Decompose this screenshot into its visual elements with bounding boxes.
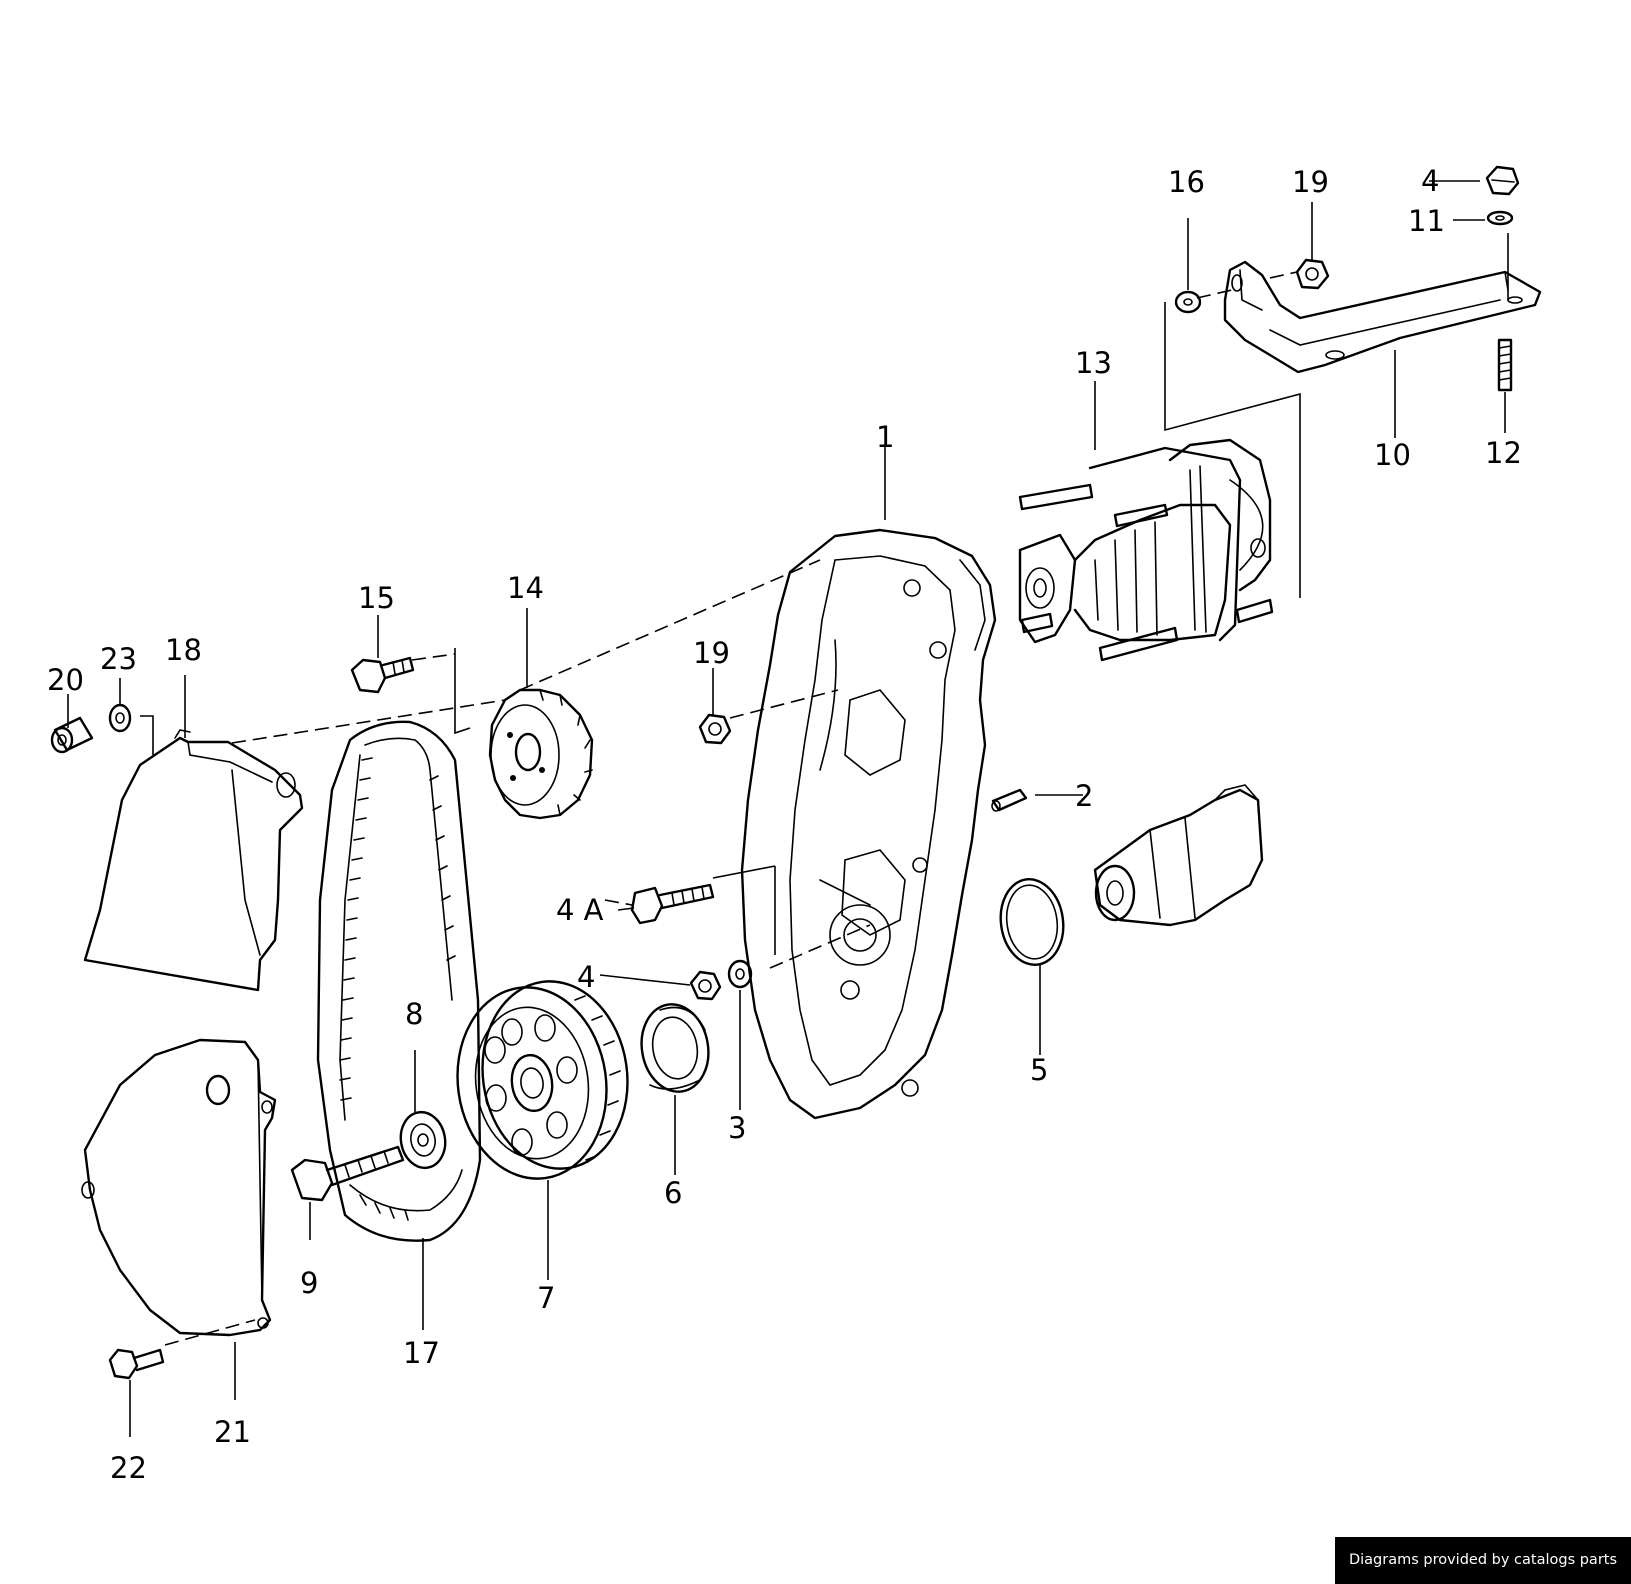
callout-12: 12 <box>1485 436 1522 470</box>
part-12-stud <box>1497 338 1513 392</box>
part-4A-bolt <box>630 883 715 925</box>
part-15-bolt <box>350 656 415 694</box>
part-10-bracket <box>1223 260 1542 374</box>
part-8-tension-roller <box>399 1110 447 1170</box>
part-19-nut-middle <box>698 713 732 745</box>
part-9-hex-bolt <box>290 1145 405 1202</box>
part-16-washer <box>1174 290 1202 314</box>
callout-23: 23 <box>100 642 137 676</box>
credit-footer: Diagrams provided by catalogs parts <box>1335 1537 1631 1584</box>
callout-19-upper: 19 <box>1292 165 1329 199</box>
part-14-camshaft-sprocket <box>488 688 594 820</box>
part-3-washer <box>727 959 753 989</box>
part-20-bushing <box>50 716 94 754</box>
part-11-washer <box>1486 210 1514 226</box>
callout-2: 2 <box>1075 779 1093 813</box>
intermediate-shaft-housing <box>1093 784 1264 927</box>
callout-3: 3 <box>728 1111 746 1145</box>
part-22-small-bolt <box>108 1348 165 1380</box>
callout-labels: 1 2 3 4 4 4 A 5 6 7 8 9 10 11 12 13 14 1… <box>47 164 1522 1485</box>
part-13-water-pump <box>1018 438 1274 662</box>
callout-4-top: 4 <box>1421 164 1439 198</box>
callout-22: 22 <box>110 1451 147 1485</box>
callout-7: 7 <box>537 1281 555 1315</box>
callout-20: 20 <box>47 663 84 697</box>
callout-8: 8 <box>405 997 423 1031</box>
part-17-timing-belt <box>316 720 482 1242</box>
part-1-housing <box>740 528 997 1120</box>
callout-21: 21 <box>214 1415 251 1449</box>
callout-11: 11 <box>1408 204 1445 238</box>
assembly-lines <box>164 271 1298 1346</box>
part-23-washer <box>108 703 132 733</box>
callout-18: 18 <box>165 633 202 667</box>
callout-5: 5 <box>1030 1053 1048 1087</box>
callout-17: 17 <box>403 1336 440 1370</box>
callout-10: 10 <box>1374 438 1411 472</box>
part-7-belt-pulley <box>456 980 629 1180</box>
callout-14: 14 <box>507 571 544 605</box>
part-18-upper-cover <box>83 729 304 992</box>
callout-9: 9 <box>300 1266 318 1300</box>
callout-13: 13 <box>1075 346 1112 380</box>
part-2-pin <box>991 788 1028 812</box>
callout-4-lower: 4 <box>577 960 595 994</box>
part-21-lower-cover <box>81 1038 277 1337</box>
callout-6: 6 <box>664 1176 682 1210</box>
part-5-o-ring <box>999 878 1065 966</box>
callout-16: 16 <box>1168 165 1205 199</box>
callout-1: 1 <box>876 420 894 454</box>
leader-lines <box>67 180 1509 1437</box>
part-4-nut-lower <box>689 970 722 1001</box>
callout-19-middle: 19 <box>693 636 730 670</box>
part-4-nut-top <box>1485 165 1520 196</box>
callout-4A: 4 A <box>556 893 604 927</box>
part-6-shaft-seal <box>640 1003 710 1093</box>
callout-15: 15 <box>358 581 395 615</box>
part-19-nut-upper <box>1295 258 1330 290</box>
